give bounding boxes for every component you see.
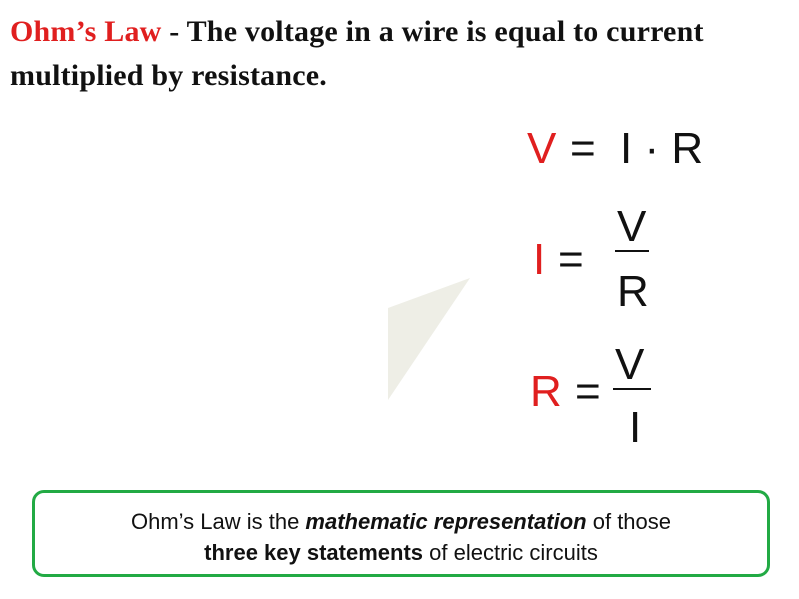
i-fraction-bar [615,250,649,252]
title-term: Ohm’s Law [10,15,162,48]
v-equation-lhs: V [527,124,557,173]
callout-text-2: of those [586,509,672,534]
v-equation-equals: = [570,124,596,173]
r-equation-numerator: V [615,340,645,389]
i-equation-equals: = [558,235,584,284]
i-equation-lhs: I [533,235,546,284]
v-equation-rhs: I · R [620,124,704,173]
r-equation-equals: = [575,367,601,416]
callout-bold: three key statements [204,540,424,565]
i-equation-numerator: V [617,202,647,251]
callout-emphasis: mathematic representation [305,509,587,534]
decorative-triangle-shape [388,278,470,400]
i-equation-denominator: R [617,267,649,316]
callout-text-3: of electric circuits [423,540,598,565]
page-title: Ohm’s Law - The voltage in a wire is equ… [10,10,785,98]
r-equation-denominator: I [629,403,642,452]
callout-text-1: Ohm’s Law is the [130,509,306,534]
r-fraction-bar [613,388,651,390]
r-equation-lhs: R [530,367,562,416]
summary-callout: Ohm’s Law is the mathematic representati… [32,490,770,577]
title-definition: - The voltage in a wire is equal to curr… [10,15,704,92]
